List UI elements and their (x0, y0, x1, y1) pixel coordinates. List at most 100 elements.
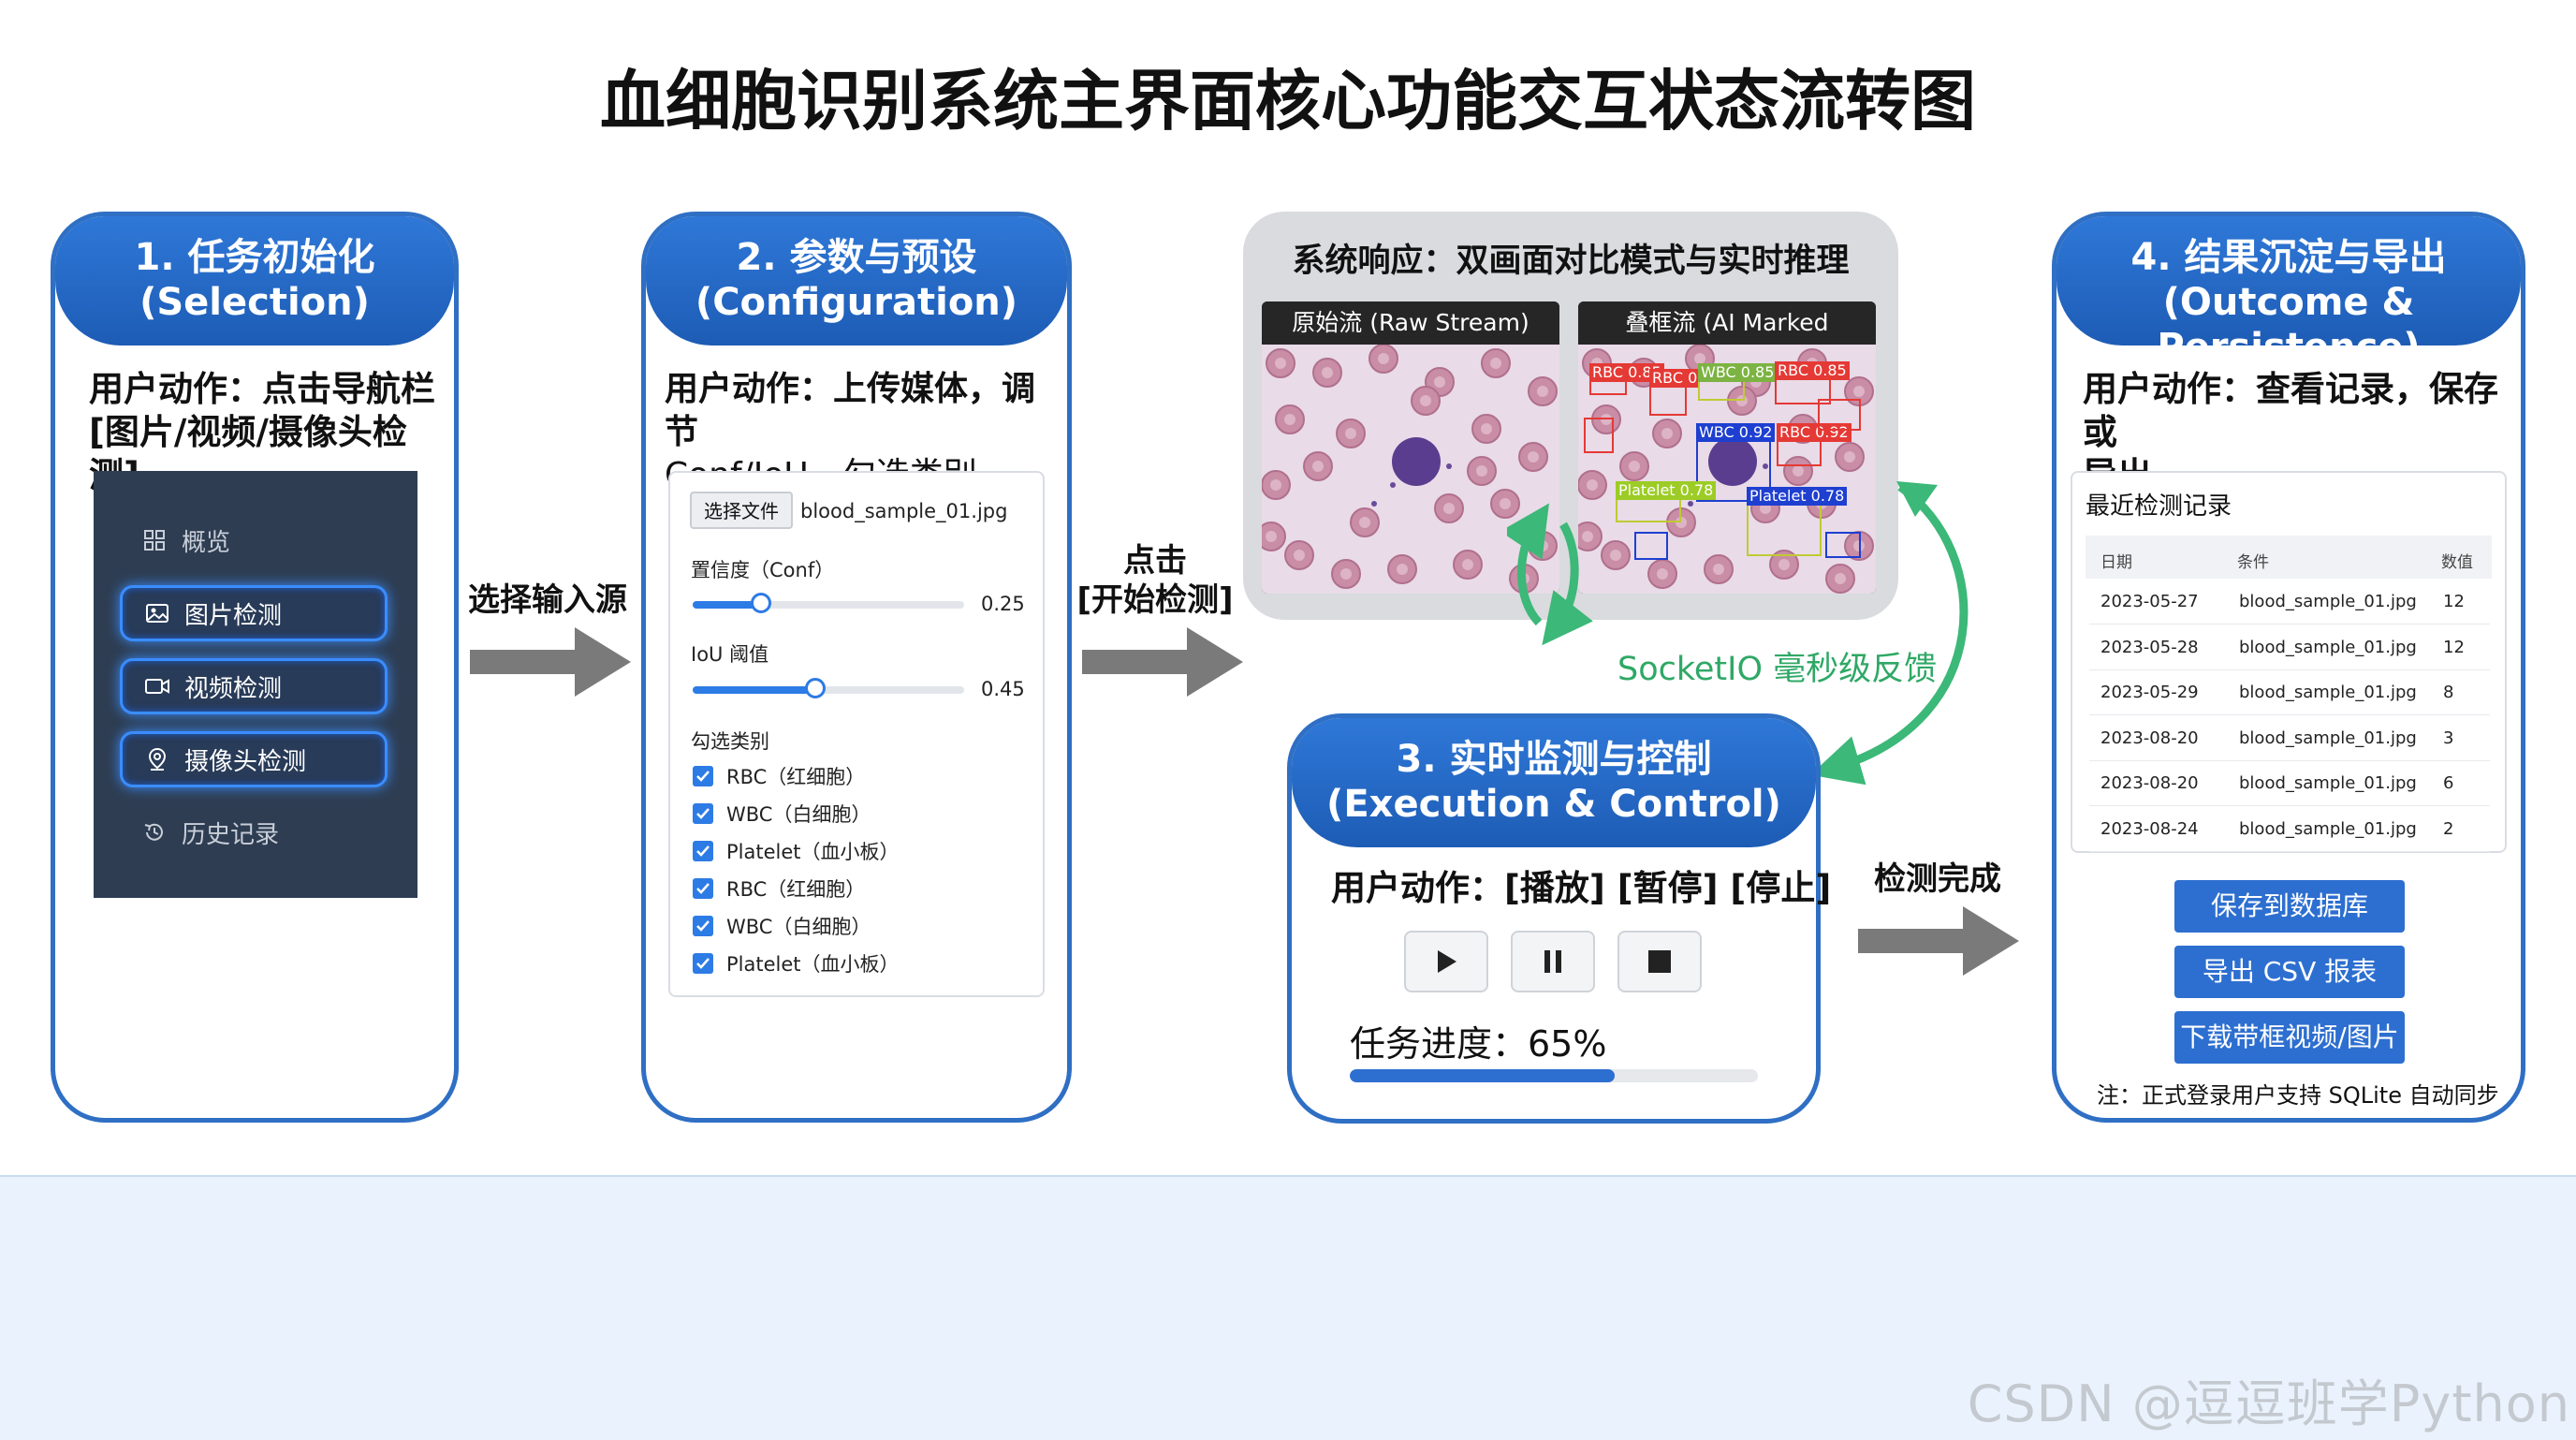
bottom-band (0, 1175, 2576, 1440)
cell-center (1736, 395, 1748, 406)
platelet (1390, 482, 1396, 488)
step3-header: 3. 实时监测与控制 (Execution & Control) (1292, 718, 1816, 847)
progress-label: 任务进度：65% (1350, 1023, 1607, 1065)
step4-subtitle: (Outcome & Persistence) (2157, 281, 2421, 369)
file-name: blood_sample_01.jpg (800, 500, 1008, 522)
check-icon (696, 845, 710, 857)
detection-box: RBC 0 (1649, 369, 1701, 416)
cell-date: 2023-08-20 (2100, 727, 2199, 748)
platelet (1446, 463, 1452, 469)
step3-action: 用户动作：[播放] [暂停] [停止] (1331, 868, 1832, 908)
step1-title: 1. 任务初始化 (134, 236, 375, 279)
sidebar-item-label: 视频检测 (184, 674, 283, 703)
checkbox-label: WBC（白细胞） (726, 803, 871, 826)
cell-center (1793, 465, 1804, 477)
progress-bar (1350, 1069, 1758, 1082)
conf-slider[interactable] (693, 593, 964, 613)
checkbox[interactable] (693, 803, 713, 824)
cell-center (1760, 503, 1771, 514)
cell-value: 3 (2443, 727, 2454, 748)
step4-title: 4. 结果沉淀与导出 (2130, 236, 2447, 279)
choose-file-button[interactable]: 选择文件 (690, 492, 793, 529)
column-header-date: 日期 (2100, 553, 2132, 572)
download-annotated-button[interactable]: 下载带框视频/图片 (2174, 1011, 2405, 1064)
play-icon (1438, 950, 1456, 973)
save-to-db-button[interactable]: 保存到数据库 (2174, 880, 2405, 933)
check-icon (696, 958, 710, 969)
sidebar-item-camera-detect[interactable]: 摄像头检测 (120, 731, 388, 787)
step3-title: 3. 实时监测与控制 (1396, 738, 1712, 781)
white-blood-cell (1708, 437, 1757, 486)
conf-label: 置信度（Conf） (691, 559, 835, 581)
cell-center (1322, 367, 1333, 378)
cell-center (1694, 353, 1705, 364)
detection-box: WBC 0.92 (1696, 423, 1776, 502)
cell-center (1835, 573, 1846, 584)
cell-center (1610, 550, 1621, 561)
class-checkbox-row[interactable]: Platelet（血小板） (693, 837, 900, 865)
cell-date: 2023-05-27 (2100, 592, 2199, 611)
checkbox-label: WBC（白细胞） (726, 916, 871, 938)
cell-center (1629, 461, 1640, 472)
step4-action-line1: 用户动作：查看记录，保存或 (2083, 369, 2498, 452)
stop-button[interactable] (1617, 931, 1702, 992)
checkbox[interactable] (693, 841, 713, 861)
cell-value: 2 (2443, 818, 2454, 839)
cell-condition: blood_sample_01.jpg (2239, 683, 2417, 702)
sidebar-item-history[interactable]: 历史记录 (120, 804, 388, 860)
pause-button[interactable] (1511, 931, 1595, 992)
records-panel (2071, 471, 2507, 853)
detection-box (1634, 532, 1668, 560)
arrow3-label: 检测完成 (1874, 860, 2001, 898)
play-button[interactable] (1404, 931, 1488, 992)
cell-center (1657, 568, 1668, 580)
checkbox[interactable] (693, 878, 713, 899)
cell-center (1587, 479, 1598, 491)
class-checkbox-row[interactable]: WBC（白细胞） (693, 912, 871, 940)
detection-box: Platelet 0.78 (1747, 487, 1848, 556)
cell-value: 12 (2443, 637, 2465, 657)
socket-arrow-head (1896, 481, 1938, 517)
cell-date: 2023-05-28 (2100, 637, 2199, 657)
arrow2-label-line1: 点击 (1123, 542, 1187, 580)
cell-condition: blood_sample_01.jpg (2239, 637, 2417, 657)
detection-box (1584, 418, 1614, 453)
iou-slider-handle[interactable] (804, 678, 826, 698)
cell-value: 8 (2443, 683, 2454, 702)
check-icon (696, 771, 710, 782)
checkbox[interactable] (693, 916, 713, 936)
sidebar-item-video-detect[interactable]: 视频检测 (120, 658, 388, 714)
platelet (1763, 463, 1768, 469)
step2-action-line1: 用户动作：上传媒体，调节 (665, 370, 1036, 451)
class-checkbox-row[interactable]: RBC（红细胞） (693, 762, 865, 790)
box-label: WBC 0.92 (1696, 423, 1776, 442)
cell-value: 6 (2443, 773, 2454, 793)
step4-header: 4. 结果沉淀与导出 (Outcome & Persistence) (2056, 216, 2521, 369)
sidebar-item-image-detect[interactable]: 图片检测 (120, 585, 388, 641)
class-checkbox-row[interactable]: Platelet（血小板） (693, 949, 900, 977)
step1-header: 1. 任务初始化 (Selection) (55, 216, 454, 345)
class-checkbox-row[interactable]: WBC（白细胞） (693, 800, 871, 828)
watermark: CSDN @逗逗班学Python (1967, 1374, 2570, 1433)
iou-slider[interactable] (693, 678, 964, 698)
sidebar-item-overview[interactable]: 概览 (120, 512, 388, 568)
step1-action-line1: 用户动作：点击导航栏 (89, 369, 435, 409)
checkbox[interactable] (693, 766, 713, 786)
class-checkbox-row[interactable]: RBC（红细胞） (693, 874, 865, 903)
cell-center (1294, 550, 1305, 561)
stop-icon (1648, 950, 1671, 973)
cell-center (1340, 568, 1352, 580)
iou-label: IoU 阈值 (691, 643, 769, 666)
grid-icon (140, 526, 168, 554)
cell-center (1661, 428, 1673, 439)
conf-slider-handle[interactable] (750, 593, 771, 613)
checkbox[interactable] (693, 953, 713, 974)
cell-center (1490, 358, 1501, 369)
column-header-condition: 条件 (2237, 553, 2269, 572)
export-csv-button[interactable]: 导出 CSV 报表 (2174, 946, 2405, 998)
step1-card: 1. 任务初始化 (Selection) 用户动作：点击导航栏 [图片/视频/摄… (51, 212, 459, 1123)
cell-center (1275, 358, 1286, 369)
raw-cells-image (1262, 345, 1559, 594)
cell-center (1397, 564, 1408, 575)
